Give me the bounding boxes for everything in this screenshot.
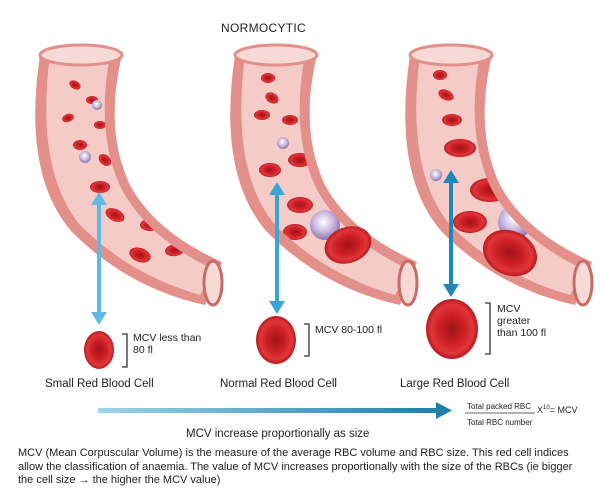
mcv-axis-arrow (98, 402, 452, 419)
arrow-large (443, 170, 459, 297)
axis-caption: MCV increase proportionally as size (186, 428, 370, 440)
mcv-label-normal: MCV 80-100 fl (315, 324, 383, 336)
caption-large-cell: Large Red Blood Cell (400, 378, 510, 390)
cells-large (430, 70, 532, 239)
rbc-spill-normal (324, 226, 372, 264)
rbc-small (84, 331, 114, 369)
formula-result: = MCV (549, 405, 578, 415)
rbc-spill-large (482, 229, 538, 277)
caption-small-cell: Small Red Blood Cell (45, 378, 154, 390)
arrow-small (91, 192, 107, 325)
bracket-large (485, 302, 491, 355)
formula-denominator: Total RBC number (467, 418, 533, 427)
vessel-normal (230, 43, 419, 307)
rbc-large (426, 299, 478, 359)
diagram-title: NORMOCYTIC (221, 21, 306, 35)
rbc-normal (256, 316, 296, 364)
formula-numerator: Total packed RBC (467, 402, 532, 411)
vessel-small (35, 43, 224, 307)
bracket-small (122, 333, 128, 368)
bracket-normal (304, 323, 310, 357)
arrow-normal (269, 182, 285, 314)
caption-normal-cell: Normal Red Blood Cell (220, 378, 337, 390)
description-text: MCV (Mean Corpuscular Volume) is the mea… (18, 447, 573, 486)
formula-times: X (537, 405, 544, 415)
formula-exponent: 10 (543, 405, 550, 411)
formula-multiplier: X10= MCV (537, 405, 577, 415)
mcv-label-large: MCV greater than 100 fl (497, 303, 547, 339)
mcv-label-small: MCV less than 80 fl (133, 332, 202, 356)
